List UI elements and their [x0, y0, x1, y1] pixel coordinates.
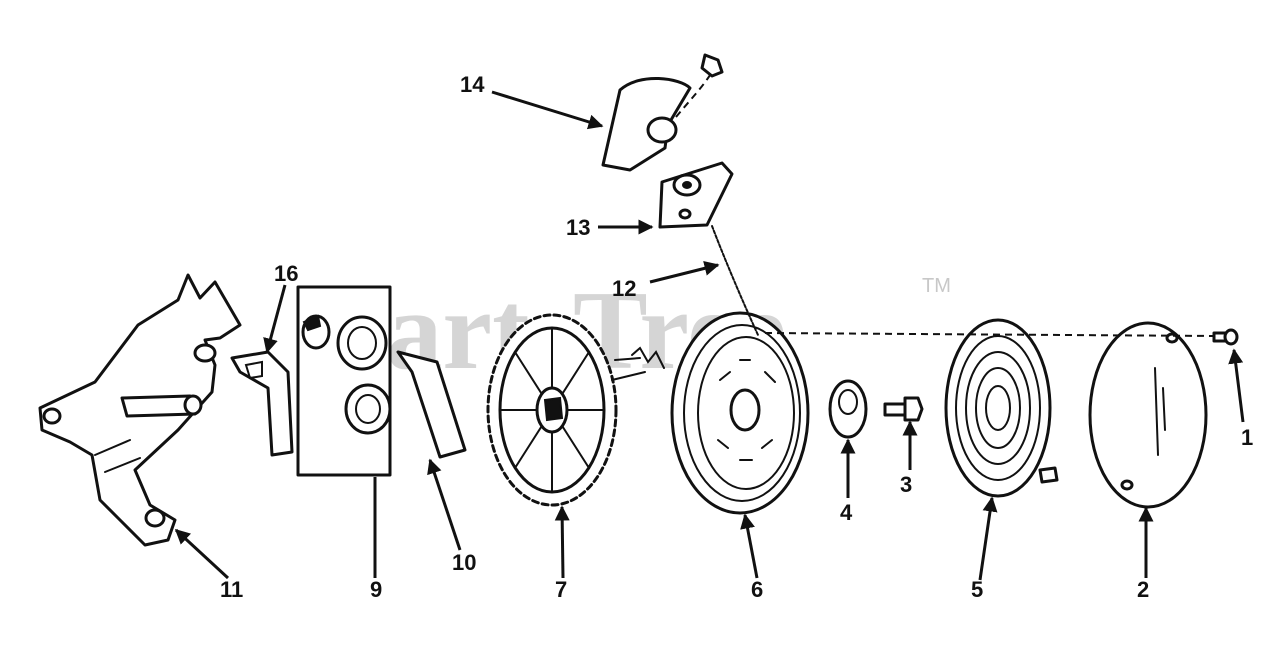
watermark-trademark: TM [922, 275, 951, 297]
callout-13: 13 [566, 215, 590, 240]
part-4-bushing [828, 379, 868, 439]
part-10-spring [396, 350, 467, 459]
callout-9: 9 [370, 577, 382, 602]
part-6-pulley [631, 311, 810, 515]
leader-5 [978, 496, 998, 581]
leader-14 [491, 90, 604, 130]
callout-14: 14 [460, 72, 485, 97]
leader-6 [740, 513, 759, 579]
part-2-cover [1088, 321, 1208, 509]
callout-11: 11 [220, 577, 243, 602]
callout-labels: 1 2 3 4 5 6 7 9 10 11 12 13 14 16 [220, 72, 1253, 602]
callout-1: 1 [1241, 425, 1253, 450]
part-14-handle [601, 53, 724, 172]
leader-7 [554, 505, 570, 579]
callout-16: 16 [274, 261, 298, 286]
part-11-bracket [38, 273, 242, 547]
leader-lines [174, 90, 1245, 581]
callout-7: 7 [555, 577, 567, 602]
part-12-cord [711, 225, 759, 336]
callout-6: 6 [751, 577, 763, 602]
part-16-lever [230, 350, 294, 457]
part-13-plate [658, 161, 734, 229]
leader-1 [1228, 348, 1245, 423]
leader-11 [174, 528, 230, 580]
leader-10 [427, 458, 462, 551]
callout-12: 12 [612, 276, 636, 301]
callout-10: 10 [452, 550, 476, 575]
leader-12 [649, 260, 720, 284]
callout-4: 4 [840, 500, 853, 525]
part-9-plate [296, 285, 392, 477]
part-1-screw [1212, 328, 1239, 346]
leader-16 [263, 284, 287, 354]
part-7-gear [486, 313, 646, 507]
callout-3: 3 [900, 472, 912, 497]
part-3-screw [883, 396, 924, 422]
callout-2: 2 [1137, 577, 1149, 602]
assembly-line [764, 332, 1216, 337]
part-5-recoil-spring [944, 318, 1059, 498]
callout-5: 5 [971, 577, 983, 602]
